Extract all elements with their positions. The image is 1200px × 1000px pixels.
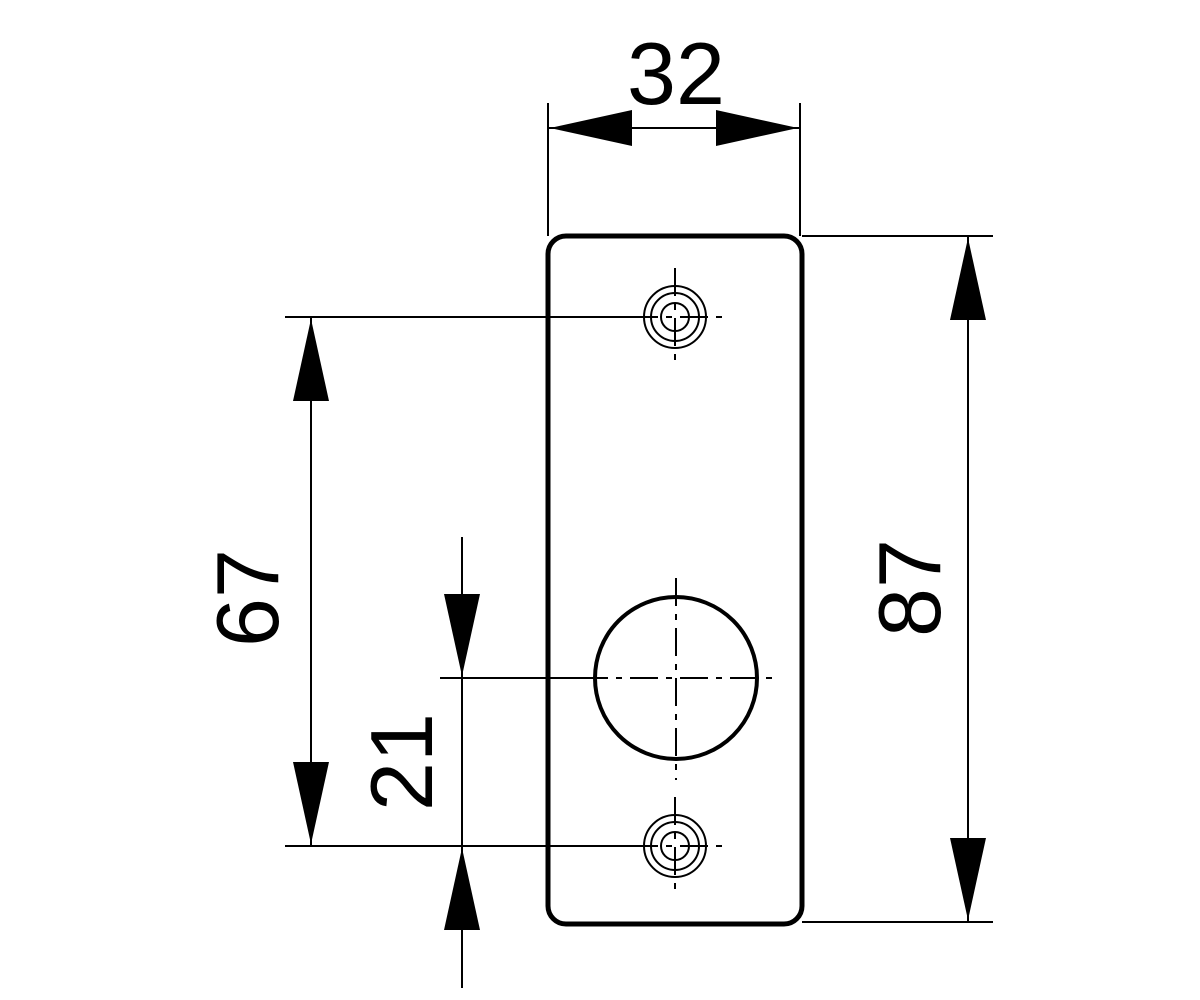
arrow-up: [950, 238, 986, 320]
height-dimension-label: 87: [860, 539, 959, 637]
arrow-down: [444, 594, 480, 676]
plate-outline: [545, 233, 805, 927]
arrow-down: [293, 762, 329, 844]
arrow-up: [444, 848, 480, 930]
height-dimension: 87: [802, 235, 993, 923]
width-dimension: 32: [547, 24, 801, 236]
arrow-up: [293, 319, 329, 401]
width-dimension-label: 32: [627, 24, 725, 123]
top-screw-hole: [630, 268, 728, 366]
arrow-down: [950, 838, 986, 920]
arrow-right: [716, 110, 798, 146]
hole-spacing-dimension-label: 67: [198, 549, 297, 647]
hole-spacing-dimension: 67: [198, 316, 640, 847]
arrow-left: [550, 110, 632, 146]
central-bore: [580, 578, 775, 780]
center-offset-dimension-label: 21: [352, 713, 451, 811]
bottom-screw-hole: [630, 797, 728, 895]
center-offset-dimension: 21: [352, 537, 580, 988]
